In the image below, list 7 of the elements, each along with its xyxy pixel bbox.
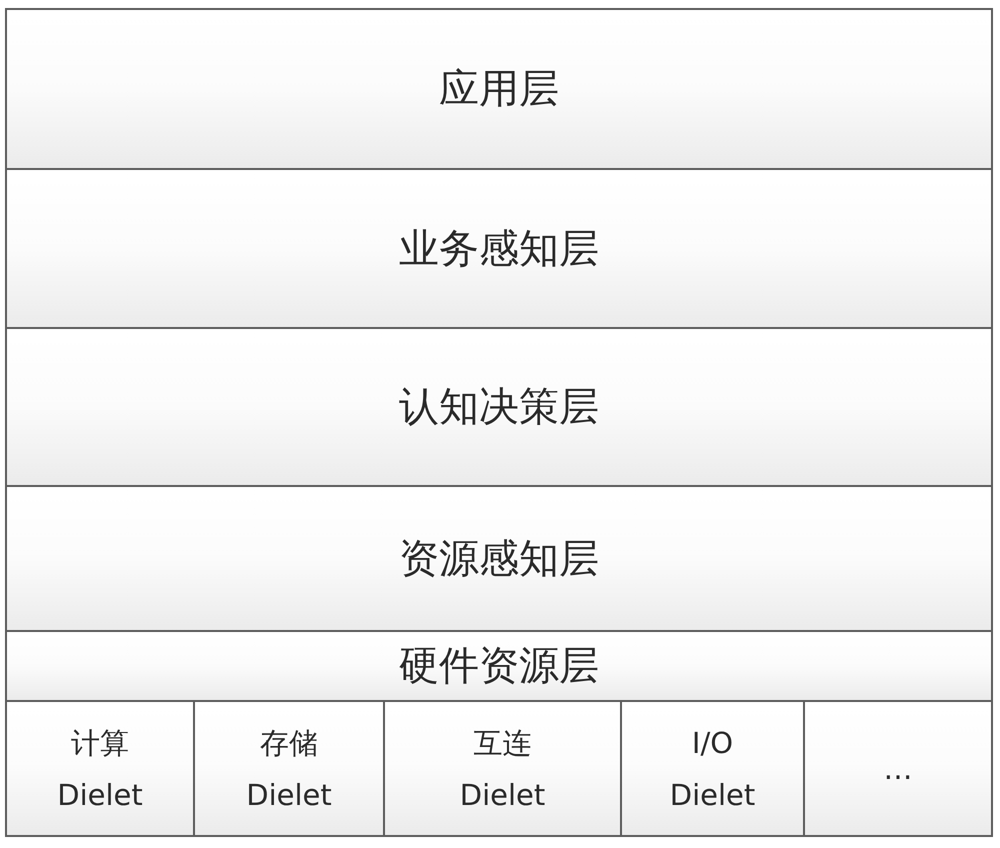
module-tile: … (803, 700, 993, 837)
layer-band: 硬件资源层 (5, 630, 993, 702)
layer-band: 业务感知层 (5, 168, 993, 329)
layer-band: 应用层 (5, 8, 993, 170)
layer-band: 资源感知层 (5, 485, 993, 632)
layer-band: 认知决策层 (5, 327, 993, 487)
module-tile: 计算 Dielet (5, 700, 195, 837)
